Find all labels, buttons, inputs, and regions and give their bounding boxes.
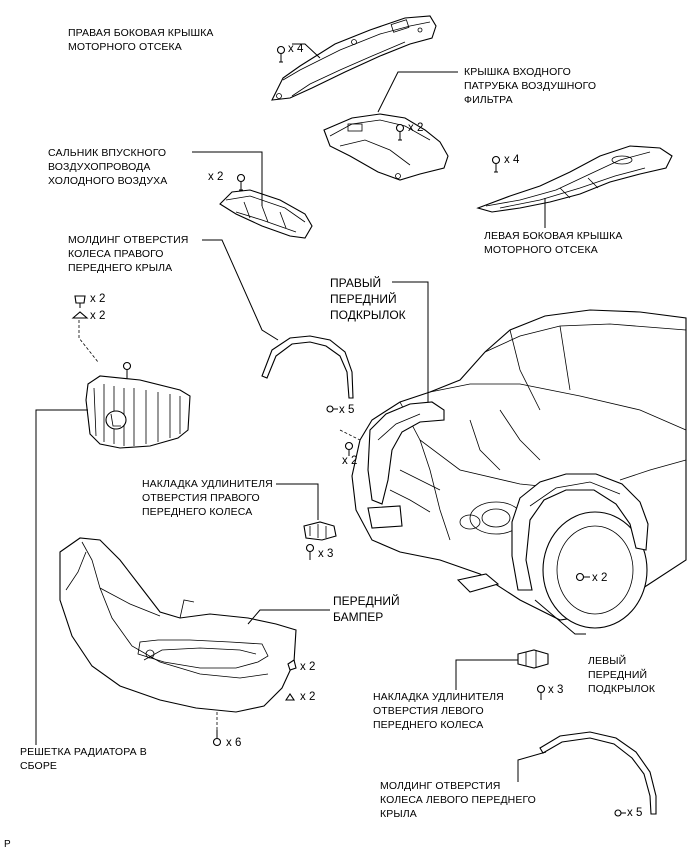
- qty-liner-left-screws: x 2: [592, 572, 608, 584]
- liner-left-screw-icon: [575, 572, 590, 582]
- left-cover-clip-icon: [491, 155, 501, 173]
- bumper-clip-a-icon: [287, 659, 297, 671]
- qty-bumper-bottom-screws: x 6: [226, 737, 242, 749]
- label-left-engine-cover: ЛЕВАЯ БОКОВАЯ КРЫШКА МОТОРНОГО ОТСЕКА: [484, 230, 623, 256]
- left-engine-side-cover: [476, 145, 673, 213]
- leader-bumper: [247, 609, 330, 625]
- leader-intake-seal: [192, 151, 263, 206]
- vehicle-front-body: [351, 309, 687, 629]
- leader-left-molding: [517, 751, 547, 782]
- label-radiator-grille: РЕШЕТКА РАДИАТОРА В СБОРЕ: [20, 746, 147, 772]
- left-extension-screw-icon: [536, 684, 546, 700]
- qty-filter-cover-clips: x 2: [408, 122, 424, 134]
- qty-liner-right-screws: x 2: [342, 455, 358, 467]
- leader-left-liner: [534, 599, 586, 635]
- grille-clip-guide: [78, 320, 99, 363]
- right-fender-molding: [261, 335, 354, 399]
- qty-seal-clips: x 2: [208, 171, 224, 183]
- qty-grille-clip-a: x 2: [90, 293, 106, 305]
- corner-mark: P: [4, 839, 11, 850]
- leader-right-cover: [292, 43, 321, 59]
- leader-filter-cover: [377, 71, 458, 113]
- left-fender-molding: [539, 731, 657, 815]
- right-engine-side-cover: [271, 15, 437, 101]
- label-right-front-liner: ПРАВЫЙ ПЕРЕДНИЙ ПОДКРЫЛОК: [330, 276, 406, 322]
- qty-bumper-clips-b: x 2: [300, 691, 316, 703]
- right-cover-clip-icon: [276, 45, 286, 63]
- left-front-liner: [511, 473, 649, 591]
- label-right-engine-cover: ПРАВАЯ БОКОВАЯ КРЫШКА МОТОРНОГО ОТСЕКА: [68, 27, 214, 53]
- right-front-liner: [367, 401, 445, 505]
- grille-clip-a-icon: [74, 295, 86, 308]
- label-air-filter-inlet-cover: КРЫШКА ВХОДНОГО ПАТРУБКА ВОЗДУШНОГО ФИЛЬ…: [464, 66, 597, 106]
- qty-extension-right-screws: x 3: [318, 548, 334, 560]
- label-left-fender-molding: МОЛДИНГ ОТВЕРСТИЯ КОЛЕСА ЛЕВОГО ПЕРЕДНЕГ…: [380, 780, 536, 820]
- front-bumper: [59, 537, 297, 713]
- label-left-front-liner: ЛЕВЫЙ ПЕРЕДНИЙ ПОДКРЫЛОК: [588, 655, 656, 695]
- right-extension-screw-icon: [305, 543, 315, 560]
- seal-clip-icon: [236, 173, 246, 191]
- right-wheel-extension: [303, 521, 337, 541]
- leader-grille: [35, 409, 88, 745]
- qty-extension-left-screws: x 3: [548, 684, 564, 696]
- leader-right-molding: [202, 239, 279, 341]
- leader-left-extension: [455, 659, 518, 690]
- label-front-bumper: ПЕРЕДНИЙ БАМПЕР: [333, 594, 400, 624]
- grille-clip-b-icon: [71, 311, 89, 319]
- radiator-grille: [85, 375, 191, 449]
- molding-left-clip-icon: [614, 809, 626, 817]
- left-lower-bracket: [456, 573, 500, 593]
- qty-right-cover-clips: x 4: [288, 43, 304, 55]
- qty-bumper-clips-a: x 2: [300, 661, 316, 673]
- cold-air-intake-seal: [219, 189, 313, 239]
- label-cold-air-intake-seal: САЛЬНИК ВПУСКНОГО ВОЗДУХОПРОВОДА ХОЛОДНО…: [48, 147, 168, 187]
- qty-molding-right-clips: x 5: [339, 404, 355, 416]
- qty-grille-clip-b: x 2: [90, 310, 106, 322]
- label-right-fender-molding: МОЛДИНГ ОТВЕРСТИЯ КОЛЕСА ПРАВОГО ПЕРЕДНЕ…: [68, 234, 189, 274]
- qty-left-cover-clips: x 4: [504, 154, 520, 166]
- left-wheel-extension: [517, 649, 549, 669]
- leader-right-extension: [276, 483, 319, 520]
- liner-right-screw-icon: [344, 441, 354, 456]
- bumper-bottom-screw-icon: [212, 730, 222, 747]
- label-left-wheel-extension: НАКЛАДКА УДЛИНИТЕЛЯ ОТВЕРСТИЯ ЛЕВОГО ПЕР…: [373, 691, 504, 731]
- qty-molding-left-clips: x 5: [627, 807, 643, 819]
- bumper-clip-b-icon: [284, 693, 296, 701]
- filter-cover-clip-icon: [395, 123, 405, 141]
- molding-right-clip-icon: [326, 405, 338, 413]
- air-filter-inlet-cover: [323, 113, 449, 181]
- leader-right-liner: [392, 281, 429, 402]
- grille-bolt-icon: [122, 361, 132, 378]
- label-right-wheel-extension: НАКЛАДКА УДЛИНИТЕЛЯ ОТВЕРСТИЯ ПРАВОГО ПЕ…: [142, 478, 273, 518]
- right-lower-bracket: [367, 505, 403, 529]
